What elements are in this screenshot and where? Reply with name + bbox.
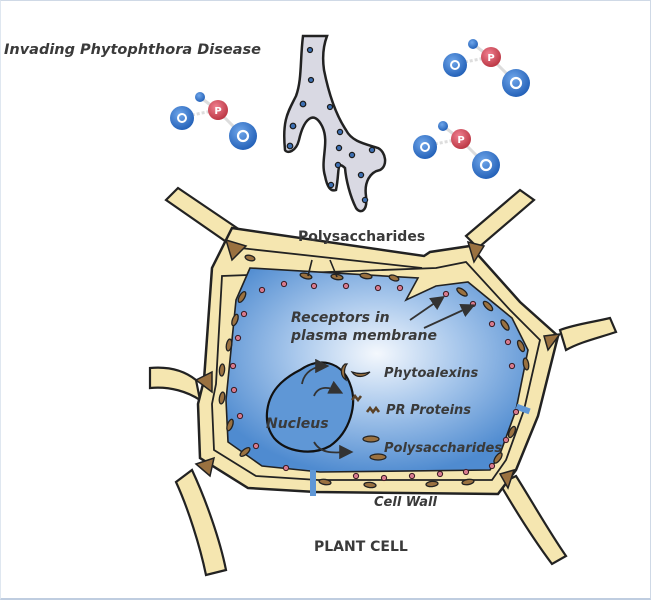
membrane-receptors: [229, 280, 520, 482]
secretion-arrows: [301, 358, 354, 460]
phosphate-molecule: P: [443, 39, 530, 97]
plasmodesma: [310, 470, 316, 496]
plasmodesma: [515, 403, 531, 415]
oxygen-atom: [468, 39, 478, 49]
cell-wall-label: Cell Wall: [374, 495, 437, 510]
oxygen-atom: [438, 121, 448, 131]
pr-proteins-label: PR Proteins: [386, 403, 471, 418]
oxygen-atom: [472, 151, 500, 179]
hypha-nuclei: [286, 46, 376, 204]
polysaccharides-pointer: [307, 259, 338, 278]
phosphorus-atom: [481, 47, 501, 67]
oxygen-atom: [413, 135, 437, 159]
oxygen-atom: [170, 106, 194, 130]
wall-polysaccharides: [218, 254, 530, 489]
oxygen-atom: [502, 69, 530, 97]
oxygen-atom: [229, 122, 257, 150]
oxygen-atom: [443, 53, 467, 77]
receptors-label-line1: Receptors in: [291, 310, 390, 326]
receptor-arrows: [409, 295, 476, 329]
svg-text:P: P: [487, 53, 494, 64]
svg-text:P: P: [457, 135, 464, 146]
diagram-title: Invading Phytophthora Disease: [4, 42, 261, 58]
receptors-label-line2: plasma membrane: [290, 328, 437, 344]
svg-text:P: P: [214, 106, 221, 117]
phosphate-molecule: P: [170, 92, 257, 150]
cytoplasm-polysaccharides: [362, 435, 387, 461]
oxygen-atom: [195, 92, 205, 102]
plant-cell-label: PLANT CELL: [314, 539, 408, 555]
nucleus-label: Nucleus: [266, 416, 329, 432]
phytoalexins-molecules: [340, 363, 371, 382]
pr-proteins-molecules: [350, 393, 381, 415]
phytoalexins-label: Phytoalexins: [384, 366, 479, 381]
neighbor-cell-walls: [148, 186, 618, 577]
phosphorus-atom: [208, 100, 228, 120]
middle-lamella: [194, 238, 562, 490]
polysaccharides-cell-label: Polysaccharides: [384, 441, 502, 456]
phosphorus-atom: [451, 129, 471, 149]
phytophthora-hypha: [283, 34, 387, 213]
phosphate-molecule: P: [413, 121, 500, 179]
polysaccharides-wall-label: Polysaccharides: [298, 229, 425, 245]
